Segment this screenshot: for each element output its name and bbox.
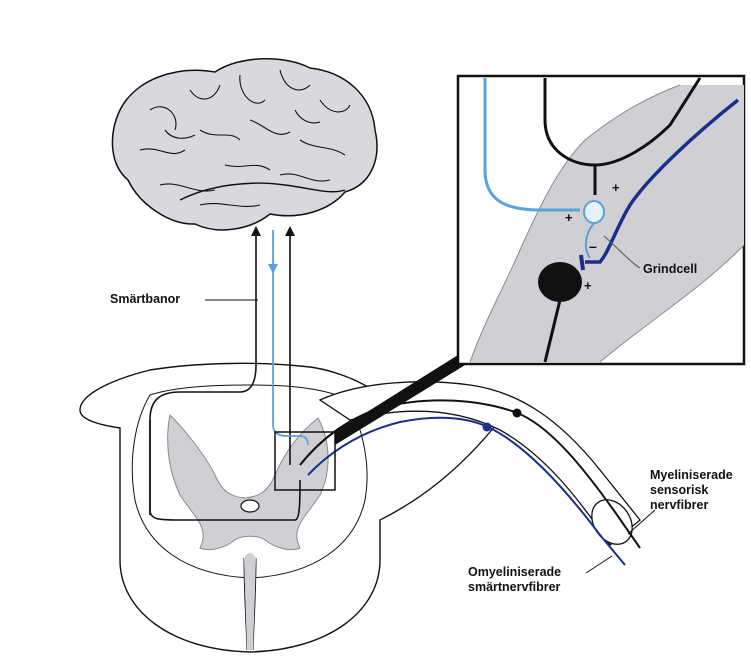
central-canal [241,500,259,512]
ascending-arrow-head [285,226,295,236]
pain-pathway-label: Smärtbanor [110,292,180,307]
myelinated-ganglion-cell [513,409,522,418]
brain [112,59,377,230]
myelinated-label-line: nervfibrer [650,498,733,513]
plus-sign: + [584,278,592,293]
unmyelinated-leader [586,556,612,573]
myelinated-fibers-label: Myeliniserade sensorisk nervfibrer [650,468,733,513]
inset-panel [458,76,744,364]
descending-arrow-head [268,264,278,274]
unmyelinated-ganglion-cell [483,423,492,432]
gate-cell-label: Grindcell [643,262,697,277]
plus-sign: + [612,180,620,195]
myelinated-label-line: sensorisk [650,483,733,498]
brain-outline [112,59,377,230]
unmyelinated-fibers-label: Omyeliniserade smärtnervfibrer [468,565,561,595]
unmyelinated-label-line: smärtnervfibrer [468,580,561,595]
white-matter [132,385,367,578]
unmyelinated-label-line: Omyeliniserade [468,565,561,580]
gate-cell [584,201,604,223]
plus-sign: + [565,210,573,225]
minus-sign: – [589,238,597,254]
projection-neuron [538,262,582,302]
pain-pathway-arrow-head [251,226,261,236]
myelinated-label-line: Myeliniserade [650,468,733,483]
